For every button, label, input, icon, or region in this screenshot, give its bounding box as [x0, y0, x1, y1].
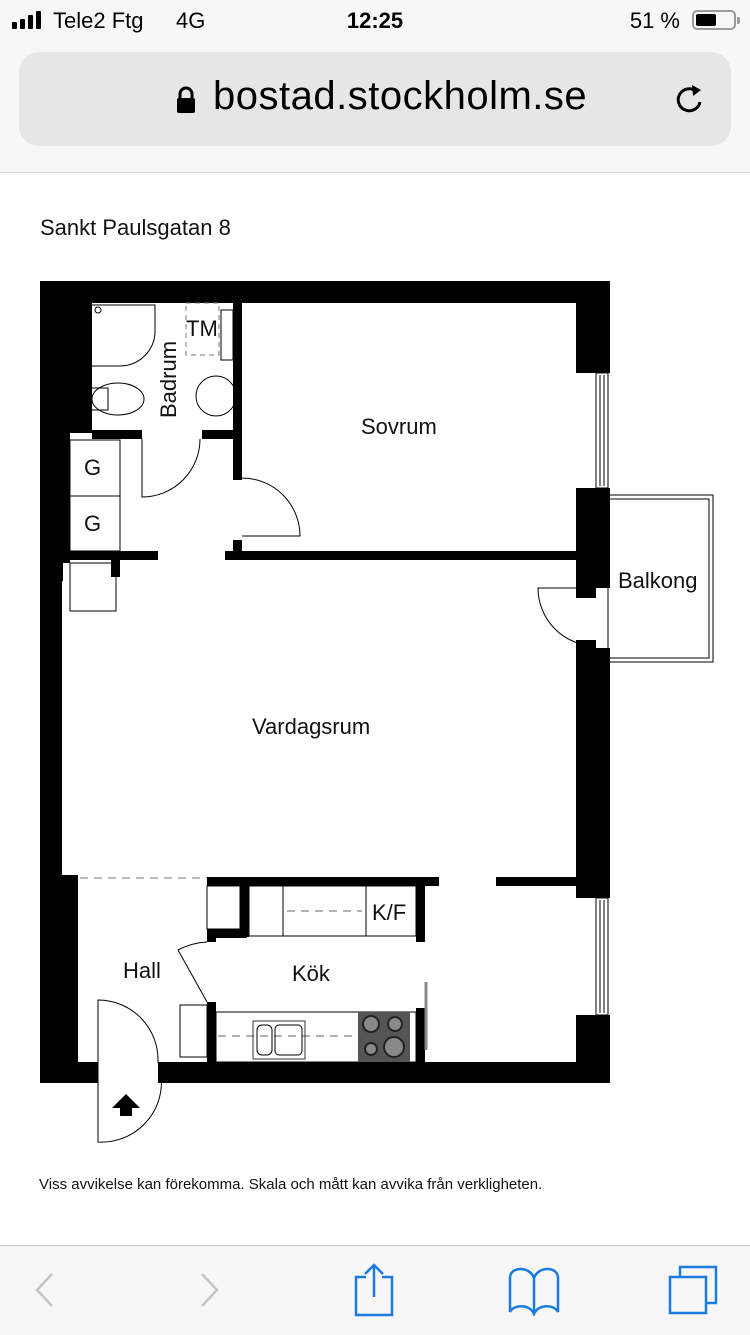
network-type: 4G — [176, 8, 206, 33]
status-bar: Tele2 Ftg 4G 12:25 51 % — [0, 0, 750, 44]
balcony — [607, 494, 714, 663]
battery-percentage: 51 % — [629, 8, 680, 33]
sovrum-label: Sovrum — [361, 414, 437, 439]
badrum-label: Badrum — [156, 341, 181, 418]
balkong-label: Balkong — [618, 568, 698, 593]
tabs-button[interactable] — [664, 1258, 724, 1322]
entrance-arrow-icon — [112, 1094, 140, 1116]
signal-strength-icon — [12, 11, 41, 29]
washer-area — [185, 302, 220, 356]
back-button[interactable] — [14, 1258, 74, 1322]
page-title: Sankt Paulsgatan 8 — [40, 215, 231, 240]
battery-icon — [692, 10, 740, 30]
reload-icon[interactable] — [671, 82, 707, 118]
disclaimer-text: Viss avvikelse kan förekomma. Skala och … — [39, 1176, 543, 1193]
share-icon — [354, 1263, 394, 1317]
lock-icon — [177, 86, 195, 113]
windows — [595, 372, 609, 1016]
kok-label: Kök — [292, 961, 331, 986]
vardagsrum-label: Vardagsrum — [252, 714, 370, 739]
browser-toolbar — [0, 1245, 750, 1335]
floorplan: TM Badrum Sovrum G G Balkong Vardagsrum … — [40, 281, 714, 1143]
forward-button[interactable] — [180, 1258, 240, 1322]
bookmarks-icon — [508, 1267, 560, 1316]
tm-label: TM — [186, 316, 218, 341]
forward-icon — [201, 1273, 219, 1307]
hall-label: Hall — [123, 958, 161, 983]
closet-label-1: G — [84, 455, 101, 480]
walls — [40, 281, 610, 1083]
closets — [69, 439, 121, 612]
kf-label: K/F — [372, 900, 406, 925]
url-text[interactable]: bostad.stockholm.se — [213, 74, 588, 118]
back-icon — [35, 1273, 53, 1307]
closet-label-2: G — [84, 511, 101, 536]
doors — [97, 438, 597, 1143]
bookmarks-button[interactable] — [504, 1258, 564, 1322]
clock: 12:25 — [346, 8, 404, 33]
address-bar[interactable]: bostad.stockholm.se — [19, 52, 731, 146]
stove — [358, 1012, 410, 1062]
carrier-name: Tele2 Ftg — [53, 8, 144, 33]
tabs-icon — [668, 1265, 718, 1315]
browser-header: bostad.stockholm.se — [0, 44, 750, 173]
kitchen-units — [179, 885, 428, 1063]
bathroom-fixtures — [91, 304, 237, 417]
share-button[interactable] — [344, 1258, 404, 1322]
